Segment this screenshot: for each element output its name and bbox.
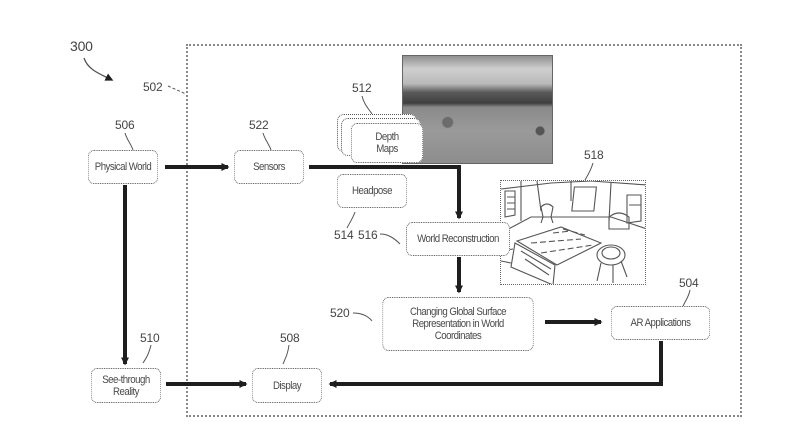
figure-ref-300: 300 [70,38,93,54]
leader-300 [83,57,114,81]
see-through-label-line1: See-through [102,373,150,386]
global-surface-label-line3: Coordinates [434,330,482,342]
ref-508: 508 [280,331,300,345]
headpose-label: Headpose [352,185,392,197]
see-through-label-line2: Reality [113,385,139,398]
ref-512: 512 [352,81,372,95]
ref-510: 510 [140,331,160,345]
depth-maps-label-line2: Maps [376,143,398,155]
see-through-reality-node[interactable]: See-through Reality [90,368,162,403]
ref-514: 514 [334,228,354,242]
system-boundary-frame [186,44,742,417]
global-surface-label-line1: Changing Global Surface [409,306,507,318]
leader-510 [142,344,152,364]
world-reconstruction-label: World Reconstruction [417,233,499,245]
ref-504: 504 [679,276,699,290]
room-sketch-icon [501,181,645,284]
sensors-node[interactable]: Sensors [233,150,305,184]
depth-maps-label-line1: Depth [375,131,399,143]
leader-506 [124,132,134,151]
ref-516: 516 [358,228,378,242]
depth-maps-node[interactable]: Depth Maps [350,123,424,163]
headpose-node[interactable]: Headpose [336,174,408,208]
ar-applications-label: AR Applications [630,317,691,329]
system-ref-502: 502 [143,80,163,94]
ar-applications-node[interactable]: AR Applications [610,306,711,340]
global-surface-representation-node[interactable]: Changing Global Surface Representation i… [382,297,534,351]
display-node[interactable]: Display [251,368,323,403]
global-surface-label-line2: Representation in World [412,318,504,330]
reconstruction-image [500,180,646,285]
depth-map-image [402,55,553,164]
sensors-label: Sensors [253,161,285,173]
display-label: Display [272,379,302,392]
ref-518: 518 [584,148,604,162]
physical-world-node[interactable]: Physical World [87,150,159,184]
ref-506: 506 [115,118,135,132]
ref-522: 522 [249,118,269,132]
ref-520: 520 [330,306,350,320]
world-reconstruction-node[interactable]: World Reconstruction [406,222,510,256]
leader-502 [167,85,187,95]
physical-world-label: Physical World [94,161,152,173]
